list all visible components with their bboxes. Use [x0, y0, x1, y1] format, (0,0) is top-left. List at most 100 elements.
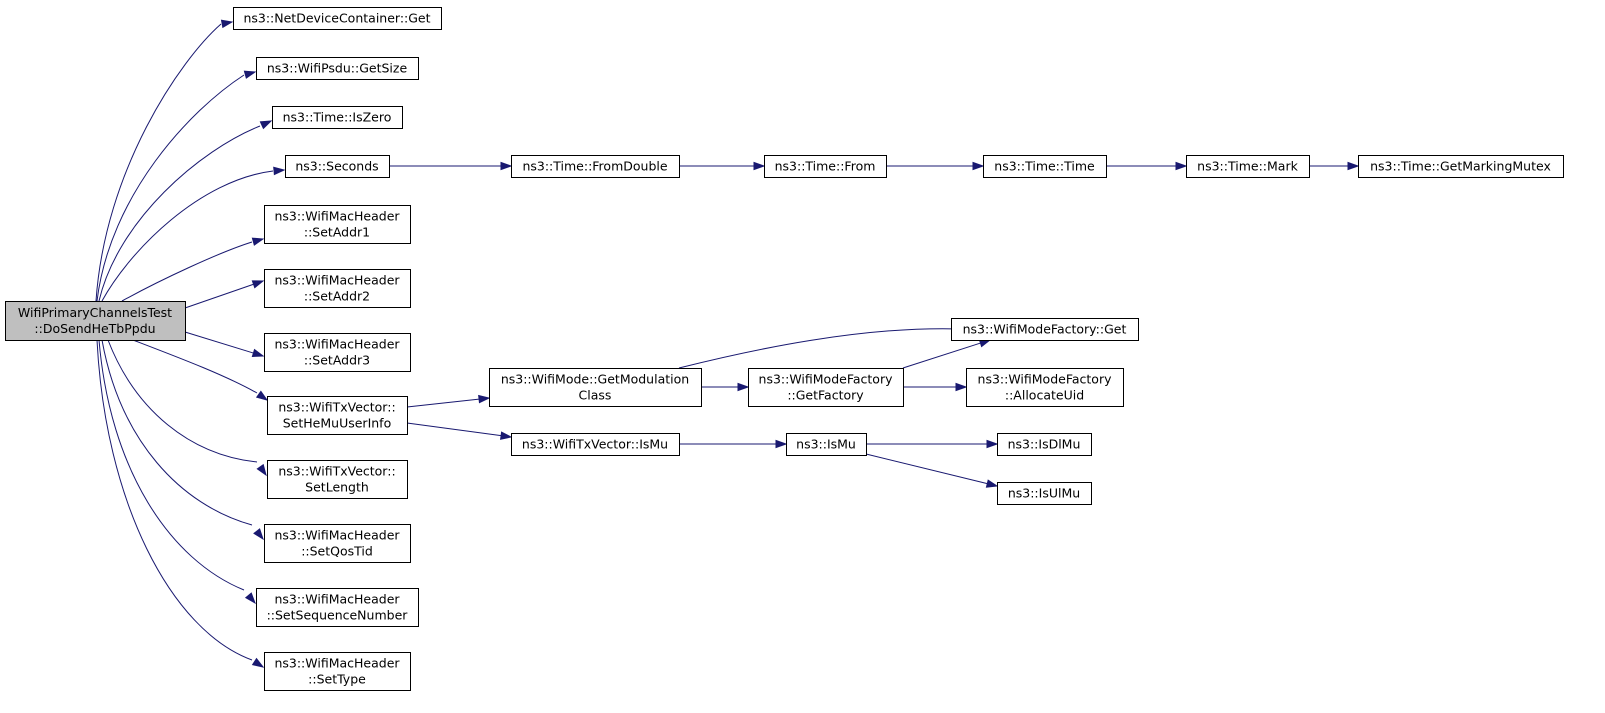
- node-isdlmu[interactable]: ns3::IsDlMu: [997, 433, 1092, 456]
- edge-wmf_getfactory-to-wmf_get: [902, 339, 992, 369]
- node-box: [264, 205, 411, 244]
- node-label: ns3::Time::GetMarkingMutex: [1370, 159, 1551, 174]
- edge-arrowhead: [253, 528, 264, 541]
- node-sethemuuserinfo[interactable]: ns3::WifiTxVector::SetHeMuUserInfo: [267, 396, 408, 435]
- edge-line: [101, 170, 274, 302]
- node-box: [264, 652, 411, 691]
- node-seconds[interactable]: ns3::Seconds: [285, 155, 390, 178]
- node-box: [233, 7, 442, 30]
- node-label: ns3::Time::IsZero: [283, 110, 392, 125]
- node-setseqnum[interactable]: ns3::WifiMacHeader::SetSequenceNumber: [256, 588, 419, 627]
- node-label: ::SetQosTid: [301, 544, 373, 559]
- node-label: ::GetFactory: [787, 388, 864, 403]
- edge-root-to-psdu_getsize: [96, 70, 257, 302]
- edge-arrowhead: [243, 70, 257, 79]
- edge-root-to-setlength: [107, 339, 267, 477]
- node-label: WifiPrimaryChannelsTest: [18, 305, 172, 320]
- node-box: [997, 482, 1092, 505]
- node-setaddr3[interactable]: ns3::WifiMacHeader::SetAddr3: [264, 333, 411, 372]
- edge-root-to-setqostid: [101, 339, 264, 541]
- node-ndc-get[interactable]: ns3::NetDeviceContainer::Get: [233, 7, 442, 30]
- node-txv-ismu[interactable]: ns3::WifiTxVector::IsMu: [511, 433, 680, 456]
- node-box: [285, 155, 390, 178]
- edge-line: [101, 339, 253, 526]
- node-label: SetLength: [305, 480, 369, 495]
- edge-line: [406, 422, 502, 437]
- node-box: [264, 333, 411, 372]
- node-box: [5, 301, 186, 341]
- node-box: [267, 396, 408, 435]
- edge-arrowhead: [500, 161, 513, 171]
- edge-arrowhead: [986, 439, 999, 449]
- edge-root-to-ndc_get: [95, 19, 234, 302]
- edge-line: [98, 125, 261, 302]
- node-setaddr1[interactable]: ns3::WifiMacHeader::SetAddr1: [264, 205, 411, 244]
- node-time-time[interactable]: ns3::Time::Time: [983, 155, 1107, 178]
- node-fromdouble[interactable]: ns3::Time::FromDouble: [511, 155, 680, 178]
- node-time-iszero[interactable]: ns3::Time::IsZero: [272, 106, 403, 129]
- edge-line: [865, 453, 988, 485]
- node-wmf-allocateuid[interactable]: ns3::WifiModeFactory::AllocateUid: [966, 368, 1124, 407]
- node-time-mark[interactable]: ns3::Time::Mark: [1186, 155, 1310, 178]
- edge-root-to-seconds: [101, 166, 286, 302]
- edge-line: [96, 339, 253, 661]
- node-label: ns3::WifiModeFactory: [978, 372, 1113, 387]
- node-setlength[interactable]: ns3::WifiTxVector::SetLength: [267, 460, 408, 499]
- edge-line: [132, 339, 258, 394]
- node-box: [983, 155, 1107, 178]
- node-settype[interactable]: ns3::WifiMacHeader::SetType: [264, 652, 411, 691]
- node-getmarkingmutex[interactable]: ns3::Time::GetMarkingMutex: [1358, 155, 1564, 178]
- node-box: [1186, 155, 1310, 178]
- edge-getmodclass-to-wmf_getfactory: [701, 382, 750, 392]
- edge-root-to-setaddr1: [121, 237, 265, 302]
- node-root[interactable]: WifiPrimaryChannelsTest::DoSendHeTbPpdu: [5, 301, 186, 341]
- edge-arrowhead: [255, 390, 269, 401]
- edge-seconds-to-fromdouble: [389, 161, 513, 171]
- node-label: ns3::WifiTxVector::: [278, 400, 395, 415]
- edge-root-to-time_iszero: [98, 120, 273, 302]
- edge-arrowhead: [972, 161, 985, 171]
- edge-arrowhead: [251, 280, 265, 289]
- edge-ismu-to-isulmu: [865, 453, 999, 488]
- node-label: ns3::Seconds: [295, 159, 378, 174]
- edge-root-to-setaddr3: [184, 331, 265, 358]
- node-wmf-getfactory[interactable]: ns3::WifiModeFactory::GetFactory: [748, 368, 904, 407]
- node-wmf-get[interactable]: ns3::WifiModeFactory::Get: [951, 318, 1139, 341]
- node-box: [764, 155, 887, 178]
- node-ismu[interactable]: ns3::IsMu: [786, 433, 867, 456]
- edge-getmodclass-to-wmf_get: [678, 325, 992, 369]
- node-label: ns3::WifiTxVector::IsMu: [522, 437, 668, 452]
- edge-line: [184, 331, 254, 354]
- edge-arrowhead: [256, 463, 267, 477]
- node-label: ns3::WifiMacHeader: [274, 273, 400, 288]
- node-label: ::SetType: [308, 672, 366, 687]
- node-time-from[interactable]: ns3::Time::From: [764, 155, 887, 178]
- node-label: ::SetSequenceNumber: [267, 608, 409, 623]
- edge-line: [678, 328, 981, 369]
- node-setaddr2[interactable]: ns3::WifiMacHeader::SetAddr2: [264, 269, 411, 308]
- edge-root-to-setaddr2: [184, 280, 265, 309]
- edge-time_from-to-time_time: [886, 161, 985, 171]
- node-psdu-getsize[interactable]: ns3::WifiPsdu::GetSize: [256, 57, 419, 80]
- node-isulmu[interactable]: ns3::IsUlMu: [997, 482, 1092, 505]
- edge-arrowhead: [251, 657, 265, 668]
- edge-line: [107, 339, 258, 463]
- node-box: [951, 318, 1139, 341]
- edge-arrowhead: [244, 592, 256, 605]
- node-label: ns3::WifiMacHeader: [274, 337, 400, 352]
- node-setqostid[interactable]: ns3::WifiMacHeader::SetQosTid: [264, 524, 411, 563]
- edge-ismu-to-isdlmu: [866, 439, 999, 449]
- nodes-layer: WifiPrimaryChannelsTest::DoSendHeTbPpdun…: [5, 7, 1564, 691]
- node-label: ns3::WifiModeFactory::Get: [963, 322, 1127, 337]
- edge-arrowhead: [259, 120, 273, 130]
- node-box: [997, 433, 1092, 456]
- edge-arrowhead: [251, 348, 265, 358]
- edge-time_time-to-time_mark: [1106, 161, 1188, 171]
- edge-line: [96, 74, 245, 302]
- node-box: [272, 106, 403, 129]
- node-label: ::SetAddr2: [304, 289, 370, 304]
- node-label: ns3::IsMu: [796, 437, 856, 452]
- node-box: [489, 368, 702, 407]
- edge-arrowhead: [737, 382, 750, 392]
